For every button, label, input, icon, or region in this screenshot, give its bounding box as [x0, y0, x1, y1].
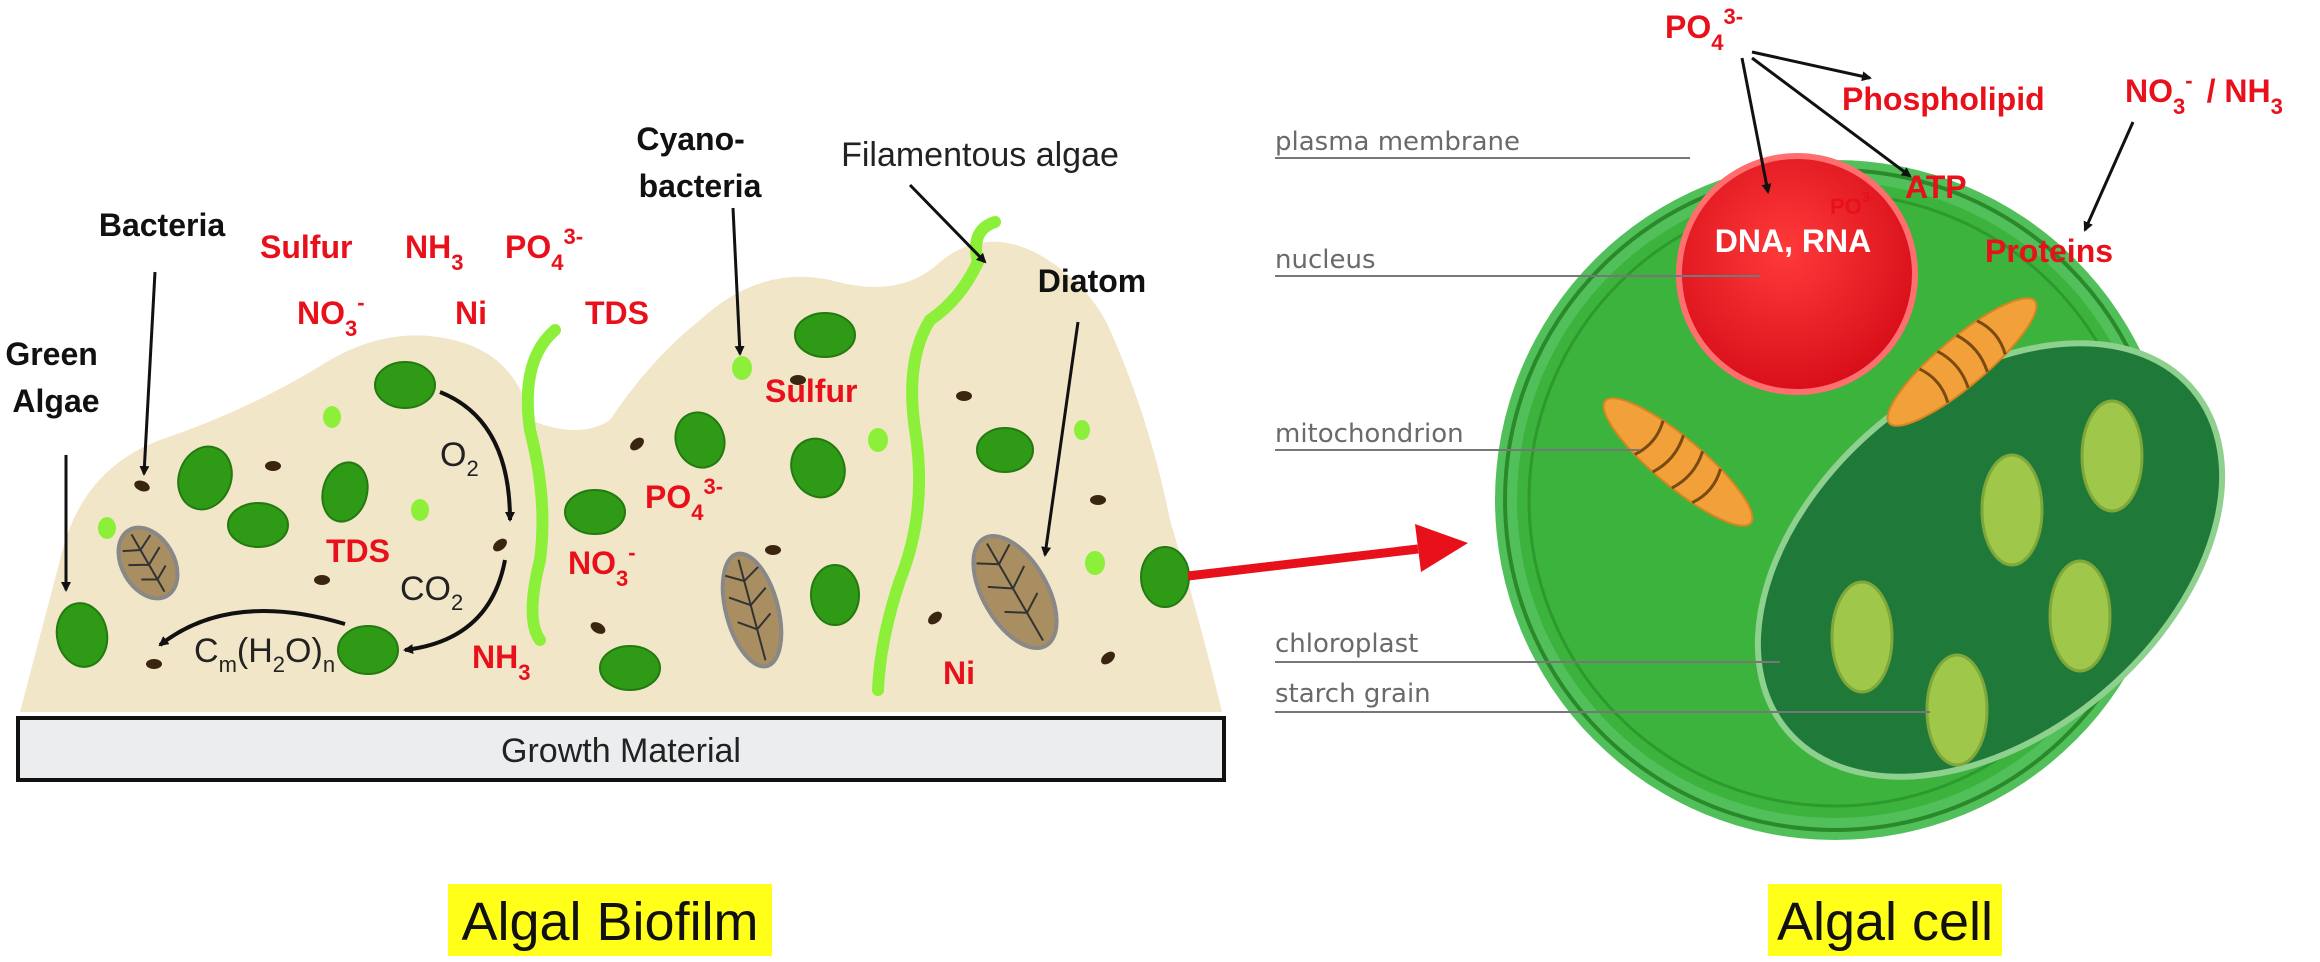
alga-cell [600, 646, 660, 690]
cell-panel: plasma membrane nucleus mitochondrion ch… [1275, 4, 2305, 864]
plasma-membrane-label: plasma membrane [1275, 127, 1520, 157]
tds-label: TDS [585, 295, 649, 331]
alga-cell [375, 362, 435, 408]
nucleus-label: nucleus [1275, 245, 1376, 275]
cell-po4-label: PO43- [1665, 4, 1743, 55]
biofilm-caption: Algal Biofilm [448, 884, 772, 956]
proteins-label: Proteins [1985, 233, 2113, 269]
dna-rna-label: DNA, RNA [1715, 223, 1871, 259]
filamentous-algae-label: Filamentous algae [841, 136, 1119, 174]
diatom-label: Diatom [1038, 263, 1146, 299]
starch-grain [2082, 401, 2142, 511]
chloroplast-label: chloroplast [1275, 629, 1418, 659]
starch-grain [1927, 655, 1987, 765]
filamentous-pointer [910, 185, 985, 262]
nh3-label: NH3 [405, 229, 463, 275]
tds-label-2: TDS [326, 533, 390, 569]
cell-caption: Algal cell [1768, 884, 2002, 956]
atp-label: ATP [1905, 169, 1967, 205]
alga-cell [977, 428, 1033, 472]
growth-material-label: Growth Material [501, 732, 741, 770]
po4-label: PO43- [505, 224, 583, 275]
biofilm-to-cell-arrow [1188, 524, 1468, 576]
alga-cell [565, 490, 625, 534]
sulfur-label: Sulfur [260, 229, 352, 265]
green-algae-label: Green Algae [5, 336, 106, 419]
cyanobacteria-label: Cyano- bacteria [636, 121, 761, 204]
biofilm-caption-text: Algal Biofilm [461, 892, 758, 952]
starch-grain [2050, 561, 2110, 671]
bacteria-label: Bacteria [99, 207, 226, 243]
cell-caption-text: Algal cell [1777, 892, 1993, 952]
po4-to-phospholipid-arrow [1752, 52, 1870, 78]
ni-label-2: Ni [943, 655, 975, 691]
alga-cell [795, 313, 855, 357]
alga-cell [338, 626, 398, 674]
ni-label: Ni [455, 295, 487, 331]
nucleus [1679, 156, 1915, 392]
phospholipid-label: Phospholipid [1842, 81, 2045, 117]
no3-label: NO3- [297, 290, 365, 341]
alga-cell [228, 503, 288, 547]
biofilm-panel: Growth Material [5, 121, 1224, 780]
sulfur-label-2: Sulfur [765, 373, 857, 409]
starch-grain-label: starch grain [1275, 679, 1431, 709]
alga-cell [811, 565, 859, 625]
cell-no3-nh3-label: NO3-/ NH3 [2125, 68, 2283, 119]
starch-grain [1982, 455, 2042, 565]
mitochondrion-label: mitochondrion [1275, 419, 1464, 449]
no3-to-proteins-arrow [2085, 122, 2133, 230]
alga-cell [1141, 547, 1189, 607]
starch-grain [1832, 582, 1892, 692]
